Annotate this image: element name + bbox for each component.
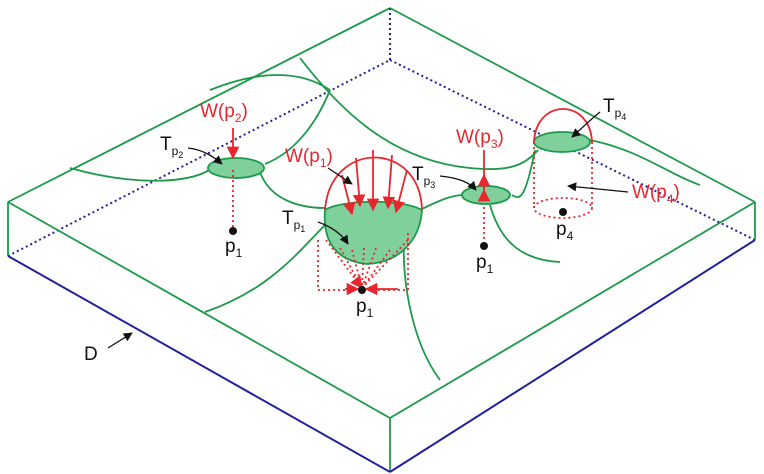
point-p1-right [480,242,488,250]
label-T-p3: Tp3 [412,164,435,190]
arrow-T-p4 [571,111,601,138]
label-p1-right: p1 [476,252,494,276]
manifold-curves [69,57,701,381]
point-p4 [559,208,567,216]
box-top-right-edge [389,7,756,203]
label-D: D [84,344,98,365]
label-p1-left: p1 [225,236,243,260]
arrow-W-p4 [567,182,629,193]
disk-T-p4 [533,131,591,153]
box-bottom-left-edge [7,255,391,473]
arrow-D [107,332,133,349]
arrow-T-p3 [439,175,477,191]
label-T-p2: Tp2 [160,134,183,160]
arrow-T-p1 [317,221,349,245]
disk-T-p2 [207,157,265,179]
box-top-front-edge [7,201,391,419]
label-W-p2: W(p2) [200,101,248,125]
label-W-p1: W(p1) [285,146,333,170]
W-p4-flow [533,108,593,219]
box-bottom-right-edge [389,239,756,473]
box-top-front-left-edge [7,7,391,203]
label-W-p3: W(p3) [456,127,504,151]
label-T-p4: Tp4 [603,96,626,122]
label-p4: p4 [556,219,574,243]
box-frame [7,7,756,473]
label-W-p4: W(p4) [632,182,680,206]
box-back-left-dotted-edge [7,59,391,257]
point-p1-center [358,286,366,294]
arrow-W-p1 [327,167,353,185]
box-top-front-right-edge [389,201,756,419]
label-T-p1: Tp1 [282,208,305,234]
point-p1-left [229,227,237,235]
disk-T-p3 [461,185,511,205]
label-p1-center: p1 [356,296,374,320]
arrow-T-p2 [187,147,223,165]
